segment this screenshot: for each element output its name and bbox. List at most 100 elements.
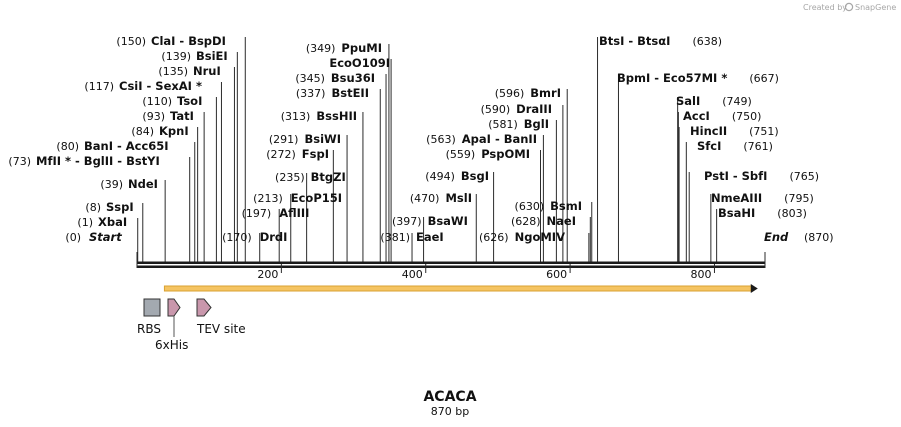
his-tag-feature-arrow[interactable] xyxy=(167,298,181,317)
site-ppumi[interactable]: PpuMI(349) xyxy=(306,41,382,55)
site-ecop15i[interactable]: (213)EcoP15I xyxy=(253,191,342,205)
site-position: (630) xyxy=(515,200,545,213)
site-position: (751) xyxy=(749,125,779,138)
site-ngomiv[interactable]: NgoMIV (626) xyxy=(479,230,565,244)
site-ndei[interactable]: (39)NdeI xyxy=(100,177,158,191)
site-name: DraIII xyxy=(516,102,552,116)
site-kpni[interactable]: (84)KpnI xyxy=(131,124,188,138)
site-position: (80) xyxy=(56,140,79,153)
site-position: (337) xyxy=(296,87,326,100)
site-clai-bspdi[interactable]: (150)ClaI - BspDI xyxy=(116,34,225,48)
site-position: (559) xyxy=(446,148,476,161)
site-name: EcoO109I xyxy=(329,56,390,70)
site-xbai[interactable]: (1)XbaI xyxy=(77,215,127,229)
end-end: End(870) xyxy=(764,230,834,244)
site-naei[interactable]: NaeI(628) xyxy=(511,214,576,228)
sequence-name: ACACA xyxy=(423,389,476,405)
site-sfci[interactable]: SfcI (761) xyxy=(697,139,773,153)
his-tag-label: 6xHis xyxy=(155,338,188,352)
site-bsgi[interactable]: BsgI(494) xyxy=(425,169,489,183)
site-pspomi[interactable]: PspOMI(559) xyxy=(446,147,530,161)
site-bgli[interactable]: BglI(581) xyxy=(488,117,549,131)
site-name: NruI xyxy=(193,64,221,78)
site-afliii[interactable]: (197)AflIII xyxy=(242,206,310,220)
site-name: FspI xyxy=(302,147,329,161)
site-position: (291) xyxy=(269,133,299,146)
site-tati[interactable]: (93)TatI xyxy=(142,109,194,123)
site-name: NgoMIV xyxy=(515,230,565,244)
rbs-feature[interactable] xyxy=(143,298,161,317)
tev-site-feature-arrow[interactable] xyxy=(196,298,212,317)
site-position: (795) xyxy=(784,192,814,205)
site-name: MslI xyxy=(445,191,472,205)
site-position: (750) xyxy=(732,110,762,123)
site-bmri[interactable]: BmrI(596) xyxy=(495,86,561,100)
site-name: SspI xyxy=(106,200,134,214)
site-name: KpnI xyxy=(159,124,189,138)
site-sali[interactable]: SalI(749) xyxy=(676,94,752,108)
site-name: BtgZI xyxy=(311,170,346,184)
site-name: BssHII xyxy=(316,109,357,123)
site-nmeaiii[interactable]: NmeAIII(795) xyxy=(711,191,814,205)
site-drdi[interactable]: (170)DrdI xyxy=(222,230,287,244)
snapgene-logo-icon xyxy=(844,2,854,12)
site-mfii-bglii-bstyi[interactable]: (73)MfII * - BglII - BstYI xyxy=(8,154,159,168)
site-name: ApaI - BanII xyxy=(462,132,537,146)
site-psti-sbfi[interactable]: PstI - SbfI(765) xyxy=(704,169,819,183)
site-name: ClaI - BspDI xyxy=(151,34,226,48)
site-eaei[interactable]: (381)EaeI xyxy=(380,230,443,244)
site-position: (8) xyxy=(85,201,101,214)
site-bsawi[interactable]: (397)BsaWI xyxy=(392,214,468,228)
site-bsu36i[interactable]: Bsu36I(345) xyxy=(295,71,375,85)
site-name: HincII xyxy=(690,124,727,138)
site-name: AflIII xyxy=(279,206,309,220)
site-position: (345) xyxy=(295,72,325,85)
site-bsahi[interactable]: BsaHI(803) xyxy=(718,206,807,220)
end-position: (870) xyxy=(804,231,834,244)
site-bsmi[interactable]: BsmI(630) xyxy=(515,199,582,213)
site-bsiwi[interactable]: BsiWI (291) xyxy=(269,132,341,146)
site-position: (494) xyxy=(425,170,455,183)
features: RBS 6xHis TEV site xyxy=(137,298,246,352)
site-draiii[interactable]: DraIII(590) xyxy=(481,102,552,116)
site-btsi-bts-i[interactable]: BtsI - BtsαI(638) xyxy=(599,34,722,48)
site-nrui[interactable]: (135) NruI xyxy=(158,64,220,78)
site-bpmi-eco57mi[interactable]: BpmI - Eco57MI *(667) xyxy=(617,71,779,85)
site-position: (761) xyxy=(743,140,773,153)
site-msli[interactable]: MslI(470) xyxy=(410,191,472,205)
ruler-tick-label: 600 xyxy=(546,268,567,281)
site-name: DrdI xyxy=(260,230,288,244)
site-sspi[interactable]: (8) SspI xyxy=(85,200,133,214)
ruler-tick-label: 400 xyxy=(402,268,423,281)
backbone-top-strand xyxy=(137,261,765,264)
site-ecoo109i[interactable]: EcoO109I xyxy=(329,56,390,70)
site-name: SfcI xyxy=(697,139,721,153)
site-bsiei[interactable]: (139)BsiEI xyxy=(161,49,227,63)
site-position: (139) xyxy=(161,50,191,63)
site-position: (117) xyxy=(84,80,114,93)
site-name: XbaI xyxy=(98,215,127,229)
site-position: (626) xyxy=(479,231,509,244)
site-acci[interactable]: AccI(750) xyxy=(683,109,761,123)
site-fspi[interactable]: FspI(272) xyxy=(266,147,329,161)
site-apai-banii[interactable]: ApaI - BanII(563) xyxy=(426,132,537,146)
end-name: Start xyxy=(89,230,122,244)
site-position: (638) xyxy=(692,35,722,48)
site-btgzi[interactable]: (235)BtgZI xyxy=(275,170,346,184)
site-bsshii[interactable]: BssHII(313) xyxy=(281,109,357,123)
site-tsoi[interactable]: (110)TsoI xyxy=(142,94,202,108)
site-position: (110) xyxy=(142,95,172,108)
site-labels: (1)XbaI(8) SspI (39)NdeI (73)MfII * - BglII… xyxy=(8,34,819,244)
site-csii-sexai[interactable]: (117)CsiI - SexAI * xyxy=(84,79,202,93)
site-hincii[interactable]: HincII (751) xyxy=(690,124,779,138)
site-position: (135) xyxy=(158,65,188,78)
orf-arrow[interactable] xyxy=(163,284,758,293)
site-name: BsiWI xyxy=(304,132,341,146)
site-name: TatI xyxy=(170,109,194,123)
site-name: BstEII xyxy=(331,86,369,100)
site-bani-acc65i[interactable]: (80)BanI - Acc65I xyxy=(56,139,168,153)
site-position: (803) xyxy=(777,207,807,220)
site-bsteii[interactable]: BstEII (337) xyxy=(296,86,369,100)
site-name: EaeI xyxy=(416,230,444,244)
